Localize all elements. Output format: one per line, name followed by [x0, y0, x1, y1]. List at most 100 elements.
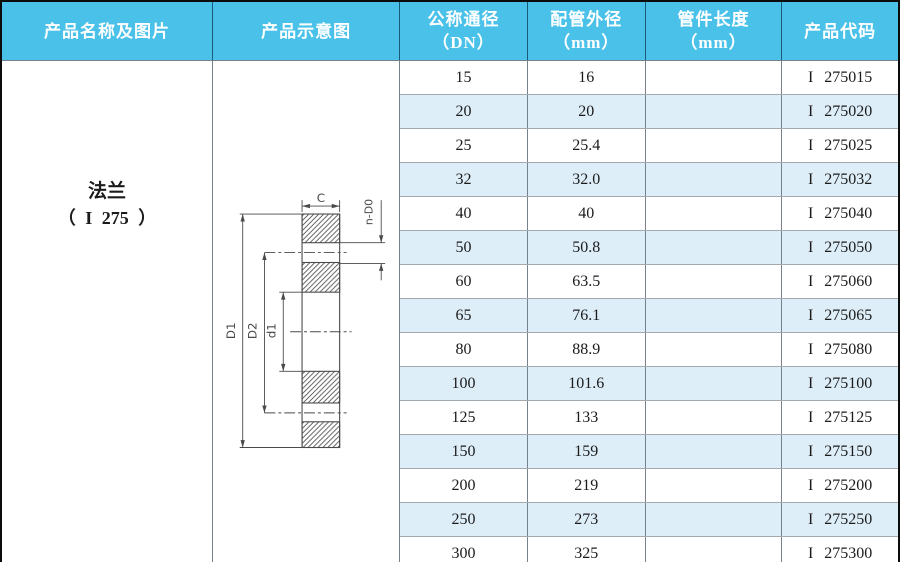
column-header-product-name-label: 产品名称及图片 [43, 21, 170, 41]
table-row: 100 101.6 I 275100 [1, 366, 900, 401]
flange-body [301, 213, 340, 449]
dn-cell: 100 [399, 366, 528, 401]
dn-cell: 50 [399, 230, 528, 265]
od-cell: 40 [526, 196, 646, 231]
column-header-pipe-od: 配管外径 （mm） [526, 1, 646, 61]
dn-cell: 65 [399, 298, 528, 333]
code-cell: I 275040 [781, 196, 900, 231]
code-cell: I 275150 [781, 434, 900, 469]
dn-cell: 15 [399, 60, 528, 95]
code-cell: I 275300 [781, 536, 900, 562]
column-header-code-label: 产品代码 [804, 21, 877, 41]
code-cell: I 275200 [781, 468, 900, 503]
column-header-dn-label: 公称通径 [427, 10, 500, 29]
od-cell: 101.6 [526, 366, 646, 401]
table-row: 法兰 （ I 275 ） [0, 60, 900, 562]
code-cell: I 275250 [781, 502, 900, 537]
len-cell [644, 434, 783, 469]
table-row: 300 325 I 275300 [1, 536, 900, 562]
column-header-dn-unit: （DN） [432, 33, 495, 52]
od-cell: 219 [526, 468, 646, 503]
column-header-pipe-od-unit: （mm） [553, 33, 620, 52]
table-row: 200 219 I 275200 [1, 468, 900, 503]
table-row: 60 63.5 I 275060 [1, 264, 900, 299]
len-cell [644, 366, 783, 401]
table-row: 65 76.1 I 275065 [1, 298, 900, 333]
centerlines [264, 252, 352, 414]
len-cell [644, 162, 783, 197]
len-cell [644, 400, 783, 435]
len-cell [644, 298, 783, 333]
dn-cell: 200 [399, 468, 528, 503]
od-cell: 76.1 [526, 298, 646, 333]
table-row: 80 88.9 I 275080 [1, 332, 900, 367]
od-cell: 133 [526, 400, 646, 435]
od-cell: 325 [526, 536, 646, 562]
column-header-pipe-od-label: 配管外径 [550, 10, 623, 29]
column-header-length: 管件长度 （mm） [644, 1, 782, 61]
code-cell: I 275060 [781, 264, 900, 299]
len-cell [644, 230, 783, 265]
column-header-schematic-label: 产品示意图 [261, 21, 352, 41]
code-cell: I 275050 [781, 230, 900, 265]
dim-label-d1-bore: d1 [264, 323, 278, 338]
od-cell: 50.8 [526, 230, 646, 265]
code-cell: I 275025 [781, 128, 900, 163]
od-cell: 63.5 [526, 264, 646, 299]
column-header-schematic: 产品示意图 [211, 1, 400, 61]
dn-cell: 250 [399, 502, 528, 537]
od-cell: 25.4 [526, 128, 646, 163]
len-cell [644, 502, 783, 537]
product-name: 法兰 [87, 181, 126, 202]
table-row: 150 159 I 275150 [1, 434, 900, 469]
table-header: 产品名称及图片 产品示意图 公称通径 （DN） 配管外径 （mm） 管件长度 （… [1, 1, 899, 61]
code-cell: I 275100 [781, 366, 900, 401]
product-cell: 法兰 （ I 275 ） [0, 60, 213, 562]
code-cell: I 275065 [781, 298, 900, 333]
len-cell [644, 94, 783, 129]
dimension-arrowheads [240, 203, 384, 448]
len-cell [644, 264, 783, 299]
column-header-dn: 公称通径 （DN） [399, 1, 528, 61]
code-cell: I 275125 [781, 400, 900, 435]
table-row: 32 32.0 I 275032 [1, 162, 900, 197]
dn-cell: 300 [399, 536, 528, 562]
dn-cell: 25 [399, 128, 528, 163]
dn-cell: 150 [399, 434, 528, 469]
dn-cell: 20 [399, 94, 528, 129]
dn-cell: 40 [399, 196, 528, 231]
product-series-code: （ I 275 ） [57, 208, 157, 228]
len-cell [644, 60, 783, 95]
od-cell: 32.0 [526, 162, 646, 197]
len-cell [644, 128, 783, 163]
dimension-lines [239, 200, 385, 448]
dn-cell: 60 [399, 264, 528, 299]
od-cell: 20 [526, 94, 646, 129]
dim-label-n-d0: n-D0 [362, 199, 375, 225]
len-cell [644, 196, 783, 231]
code-cell: I 275015 [781, 60, 900, 95]
column-header-length-unit: （mm） [680, 33, 747, 52]
column-header-code: 产品代码 [781, 1, 899, 61]
dim-label-c: C [316, 191, 324, 205]
dn-cell: 80 [399, 332, 528, 367]
table-row: 125 133 I 275125 [1, 400, 900, 435]
code-cell: I 275080 [781, 332, 900, 367]
dim-label-d1-outer: D1 [223, 322, 237, 339]
table-row: 50 50.8 I 275050 [1, 230, 900, 265]
diagram-cell: C n-D0 D1 D2 d1 [211, 60, 401, 562]
table-body: 法兰 （ I 275 ） [0, 60, 900, 562]
dim-label-d2: D2 [245, 322, 259, 339]
od-cell: 16 [526, 60, 646, 95]
len-cell [644, 468, 783, 503]
column-header-length-label: 管件长度 [677, 10, 750, 29]
od-cell: 88.9 [526, 332, 646, 367]
code-cell: I 275032 [781, 162, 900, 197]
len-cell [644, 536, 783, 562]
column-header-product-name: 产品名称及图片 [1, 1, 213, 61]
dn-cell: 125 [399, 400, 528, 435]
table-row: 250 273 I 275250 [1, 502, 900, 537]
od-cell: 159 [526, 434, 646, 469]
